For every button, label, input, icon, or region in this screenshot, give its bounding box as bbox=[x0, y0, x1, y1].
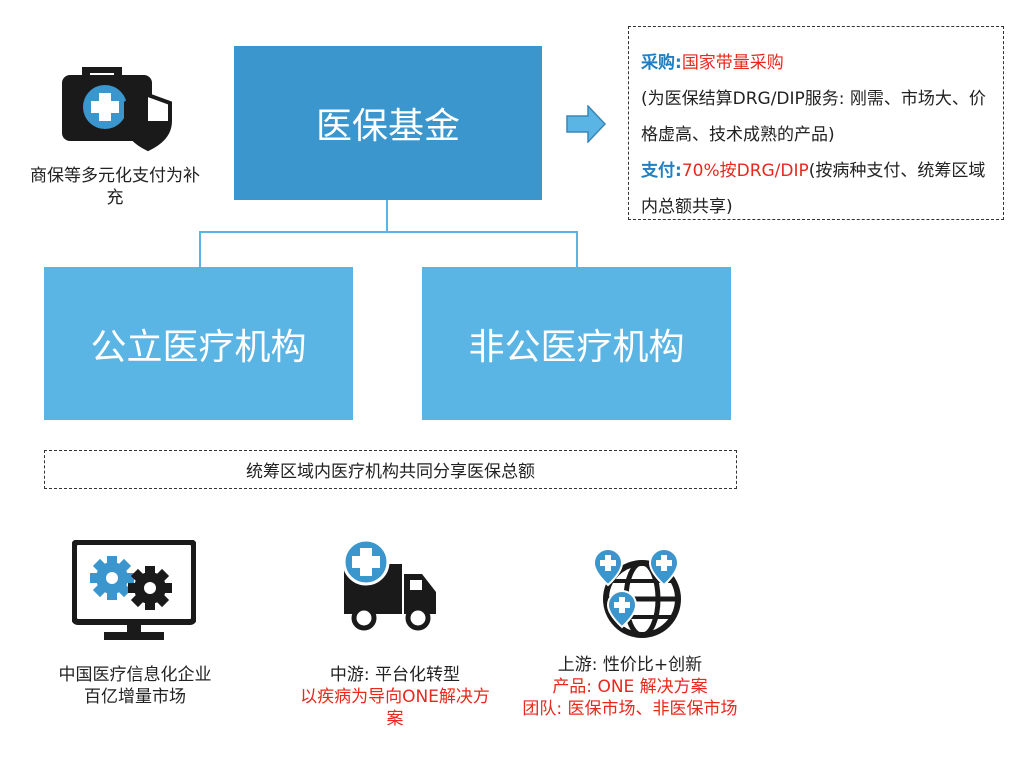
shared-total-bar: 统筹区域内医疗机构共同分享医保总额 bbox=[44, 450, 737, 489]
connector-horizontal bbox=[200, 231, 578, 233]
it-enterprise-caption: 中国医疗信息化企业 百亿增量市场 bbox=[30, 664, 240, 708]
it-caption-line1: 中国医疗信息化企业 bbox=[58, 665, 212, 685]
globe-pins-icon bbox=[592, 547, 681, 638]
purchase-key: 采购: bbox=[641, 53, 682, 73]
connector-right-drop bbox=[576, 231, 578, 267]
private-medical-institutions-box: 非公医疗机构 bbox=[422, 267, 731, 420]
purchase-value: 国家带量采购 bbox=[681, 53, 784, 73]
public-medical-institutions-box: 公立医疗机构 bbox=[44, 267, 353, 420]
purchase-detail: (为医保结算DRG/DIP服务: 刚需、市场大、价格虚高、技术成熟的产品) bbox=[641, 89, 986, 145]
upstream-caption: 上游: 性价比+创新 产品: ONE 解决方案 团队: 医保市场、非医保市场 bbox=[520, 654, 740, 720]
connector-vertical-top bbox=[386, 200, 388, 232]
upstream-line3: 团队: 医保市场、非医保市场 bbox=[522, 699, 738, 719]
medical-truck-icon bbox=[342, 538, 436, 631]
upstream-line2: 产品: ONE 解决方案 bbox=[552, 677, 708, 697]
medical-insurance-fund-box: 医保基金 bbox=[234, 46, 542, 200]
commercial-insurance-caption: 商保等多元化支付为补充 bbox=[30, 166, 200, 208]
pay-detail: (按病种支付、统筹区域内总额共享) bbox=[641, 161, 986, 217]
it-caption-line2: 百亿增量市场 bbox=[84, 687, 186, 707]
monitor-gears-icon bbox=[72, 540, 196, 640]
procurement-payment-note: 采购:国家带量采购 (为医保结算DRG/DIP服务: 刚需、市场大、价格虚高、技… bbox=[628, 26, 1004, 220]
connector-left-drop bbox=[199, 231, 201, 267]
pay-key: 支付: bbox=[641, 161, 682, 181]
midstream-line1: 中游: 平台化转型 bbox=[329, 665, 461, 685]
pay-value: 70%按DRG/DIP bbox=[681, 161, 809, 181]
midstream-caption: 中游: 平台化转型 以疾病为导向ONE解决方案 bbox=[300, 664, 490, 730]
right-arrow-icon bbox=[566, 105, 606, 143]
medical-insurance-icon bbox=[62, 67, 172, 152]
upstream-line1: 上游: 性价比+创新 bbox=[557, 655, 703, 675]
midstream-line2: 以疾病为导向ONE解决方案 bbox=[300, 687, 490, 729]
